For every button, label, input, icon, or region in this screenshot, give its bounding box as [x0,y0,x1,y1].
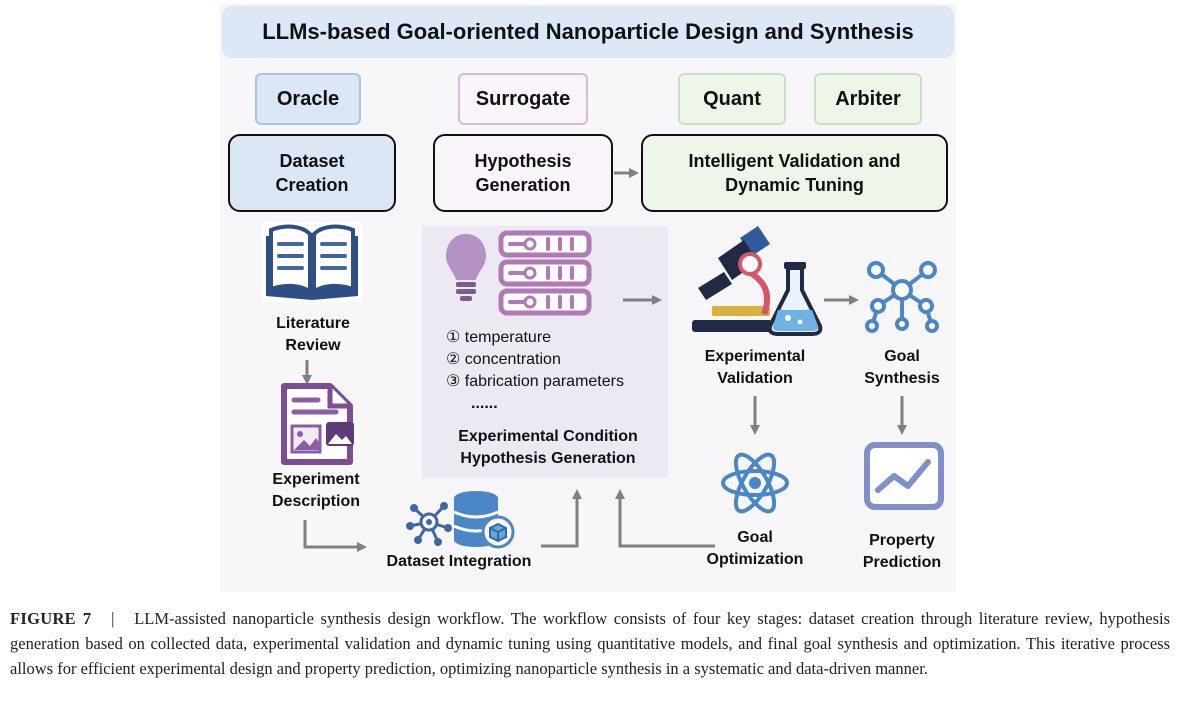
condition-heading-line2: Hypothesis Generation [460,450,636,467]
condition-fabrication: ③ fabrication parameters [446,373,624,390]
arrow-optimization-to-hypothesis [615,489,715,548]
molecule-icon [865,261,939,333]
oracle-tag: Oracle [255,73,361,125]
lightbulb-icon [446,234,486,301]
property-line1: Property [869,532,935,549]
goal-optimization-line1: Goal [737,529,773,546]
experiment-line1: Experiment [272,471,360,488]
arrow-dataset-to-hypothesis [541,489,582,548]
dataset-creation-line1: Dataset [279,151,345,171]
validation-line1: Intelligent Validation and [688,151,901,171]
condition-concentration: ② concentration [446,351,561,368]
quant-tag: Quant [678,73,786,125]
condition-temperature: ① temperature [446,329,552,346]
hypothesis-line1: Hypothesis [474,151,572,171]
caption-figure-number: FIGURE 7 [10,609,92,628]
atom-icon [721,452,789,514]
arrow-experiment-to-dataset [303,520,367,552]
microscope-flask-icon [692,226,823,336]
caption-text: LLM-assisted nanoparticle synthesis desi… [10,609,1171,678]
dataset-creation-line2: Creation [275,175,349,195]
document-image-icon [281,383,354,465]
server-stack-icon [498,230,592,316]
caption-separator: | [111,609,115,628]
network-hub-icon [406,502,452,546]
book-icon [262,222,362,302]
experiment-line2: Description [271,493,360,510]
arbiter-tag: Arbiter [814,73,922,125]
goal-optimization-line2: Optimization [706,551,804,568]
figure-title: LLMs-based Goal-oriented Nanoparticle De… [222,6,954,58]
database-icon [453,491,515,549]
literature-line1: Literature [276,315,350,332]
literature-line2: Review [285,337,341,354]
exp-validation-line1: Experimental [704,348,806,365]
trend-chart-icon [864,442,944,510]
dataset-integration-label: Dataset Integration [386,553,532,570]
hypothesis-line2: Generation [475,175,571,195]
validation-line2: Dynamic Tuning [725,175,864,195]
exp-validation-line2: Validation [717,370,793,387]
property-line2: Prediction [862,554,942,571]
condition-heading-line1: Experimental Condition [458,428,638,445]
goal-synthesis-line2: Synthesis [864,370,940,387]
goal-synthesis-line1: Goal [884,348,920,365]
condition-ellipsis: ...... [471,395,498,412]
surrogate-tag: Surrogate [458,73,588,125]
figure-caption: FIGURE 7 | LLM-assisted nanoparticle syn… [10,606,1170,681]
